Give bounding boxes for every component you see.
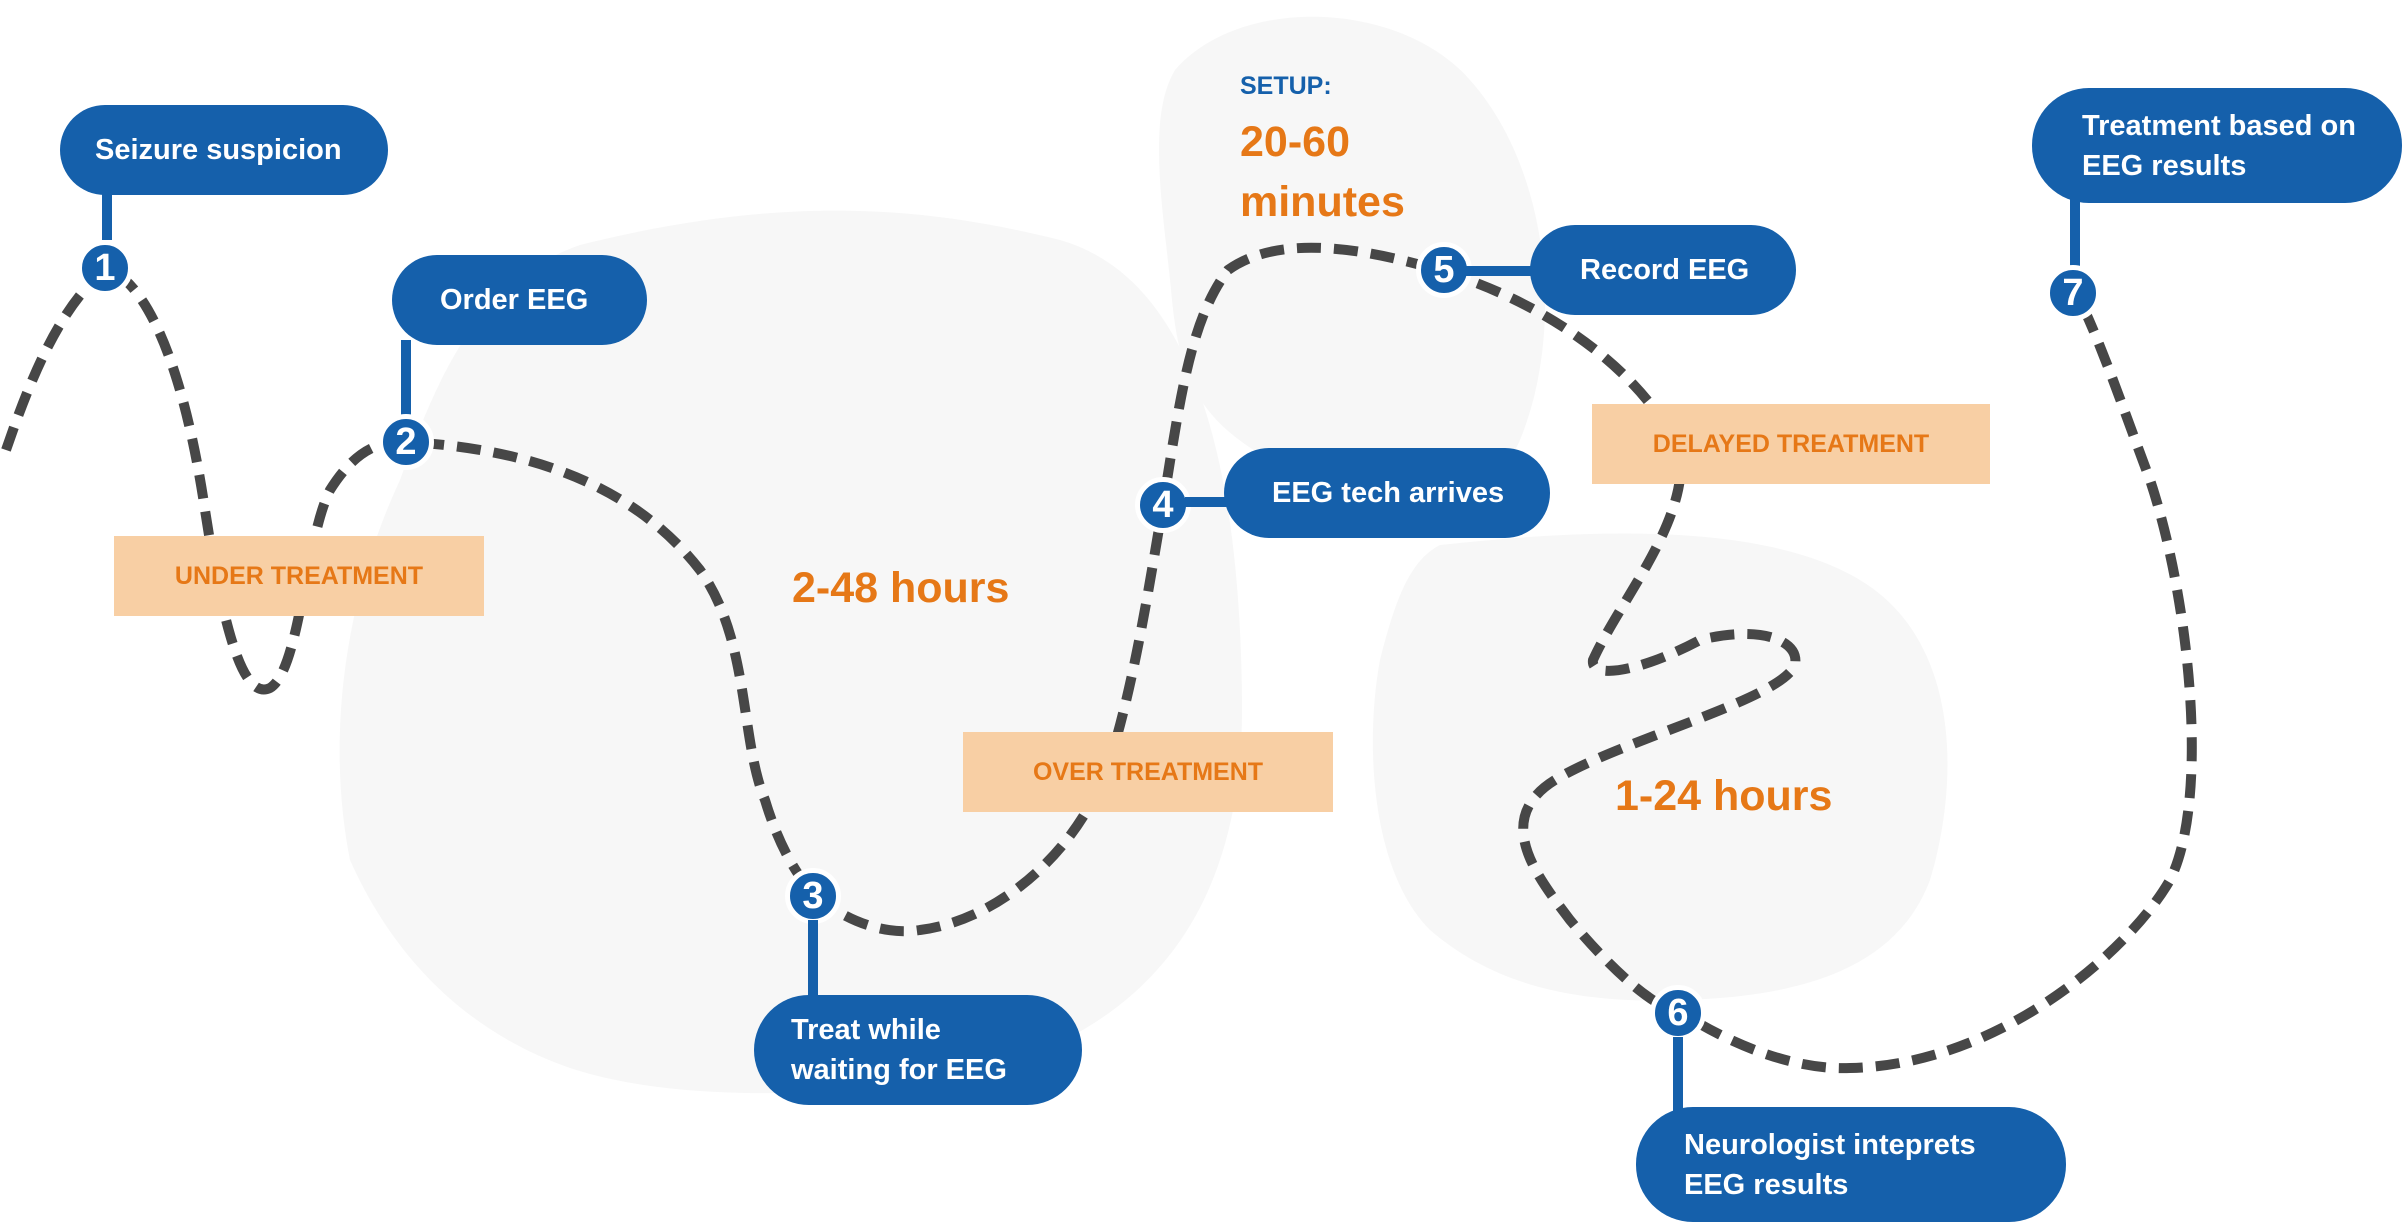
step-7-node: 7 <box>2045 265 2101 321</box>
step-6-node: 6 <box>1650 985 1706 1041</box>
step-3-node: 3 <box>785 868 841 924</box>
step-7-label: Treatment based on EEG results <box>2082 109 2356 182</box>
interpretation-duration: 1-24 hours <box>1615 772 1833 820</box>
step-1-label: Seizure suspicion <box>95 134 342 166</box>
step-6-pill: Neurologist inteprets EEG results <box>1636 1107 2066 1222</box>
step-2-connector <box>401 340 411 415</box>
blob-setup <box>1158 16 1546 503</box>
step-1-pill: Seizure suspicion <box>60 105 388 195</box>
step-6-label: Neurologist inteprets EEG results <box>1684 1128 1976 1201</box>
step-5-label: Record EEG <box>1580 254 1750 286</box>
blob-waiting <box>339 210 1243 1094</box>
step-7-pill: Treatment based on EEG results <box>2032 88 2402 203</box>
step-2-pill: Order EEG <box>392 255 647 345</box>
step-6-connector <box>1673 1037 1683 1112</box>
step-5-node: 5 <box>1416 242 1472 298</box>
step-3-pill: Treat while waiting for EEG <box>754 995 1082 1105</box>
step-4-connector <box>1185 497 1230 507</box>
step-4-node: 4 <box>1135 477 1191 533</box>
dashed-journey-line <box>1 242 2197 1074</box>
setup-label: SETUP: <box>1240 72 1332 100</box>
step-3-connector <box>808 920 818 1000</box>
step-2-label: Order EEG <box>440 284 589 316</box>
delayed-treatment-tag: DELAYED TREATMENT <box>1592 404 1990 484</box>
setup-duration: 20-60 minutes <box>1240 118 1405 226</box>
step-1-connector <box>102 190 112 240</box>
over-treatment-tag: OVER TREATMENT <box>963 732 1333 812</box>
step-7-connector <box>2070 198 2080 268</box>
step-4-pill: EEG tech arrives <box>1224 448 1550 538</box>
step-4-label: EEG tech arrives <box>1272 477 1505 509</box>
step-1-node: 1 <box>77 240 133 296</box>
step-2-node: 2 <box>378 414 434 470</box>
step-3-label: Treat while waiting for EEG <box>791 1014 1007 1086</box>
blob-interpretation <box>1372 533 1948 1001</box>
step-5-pill: Record EEG <box>1530 225 1796 315</box>
step-5-connector <box>1466 266 1536 276</box>
waiting-duration: 2-48 hours <box>792 564 1010 612</box>
under-treatment-tag: UNDER TREATMENT <box>114 536 484 616</box>
